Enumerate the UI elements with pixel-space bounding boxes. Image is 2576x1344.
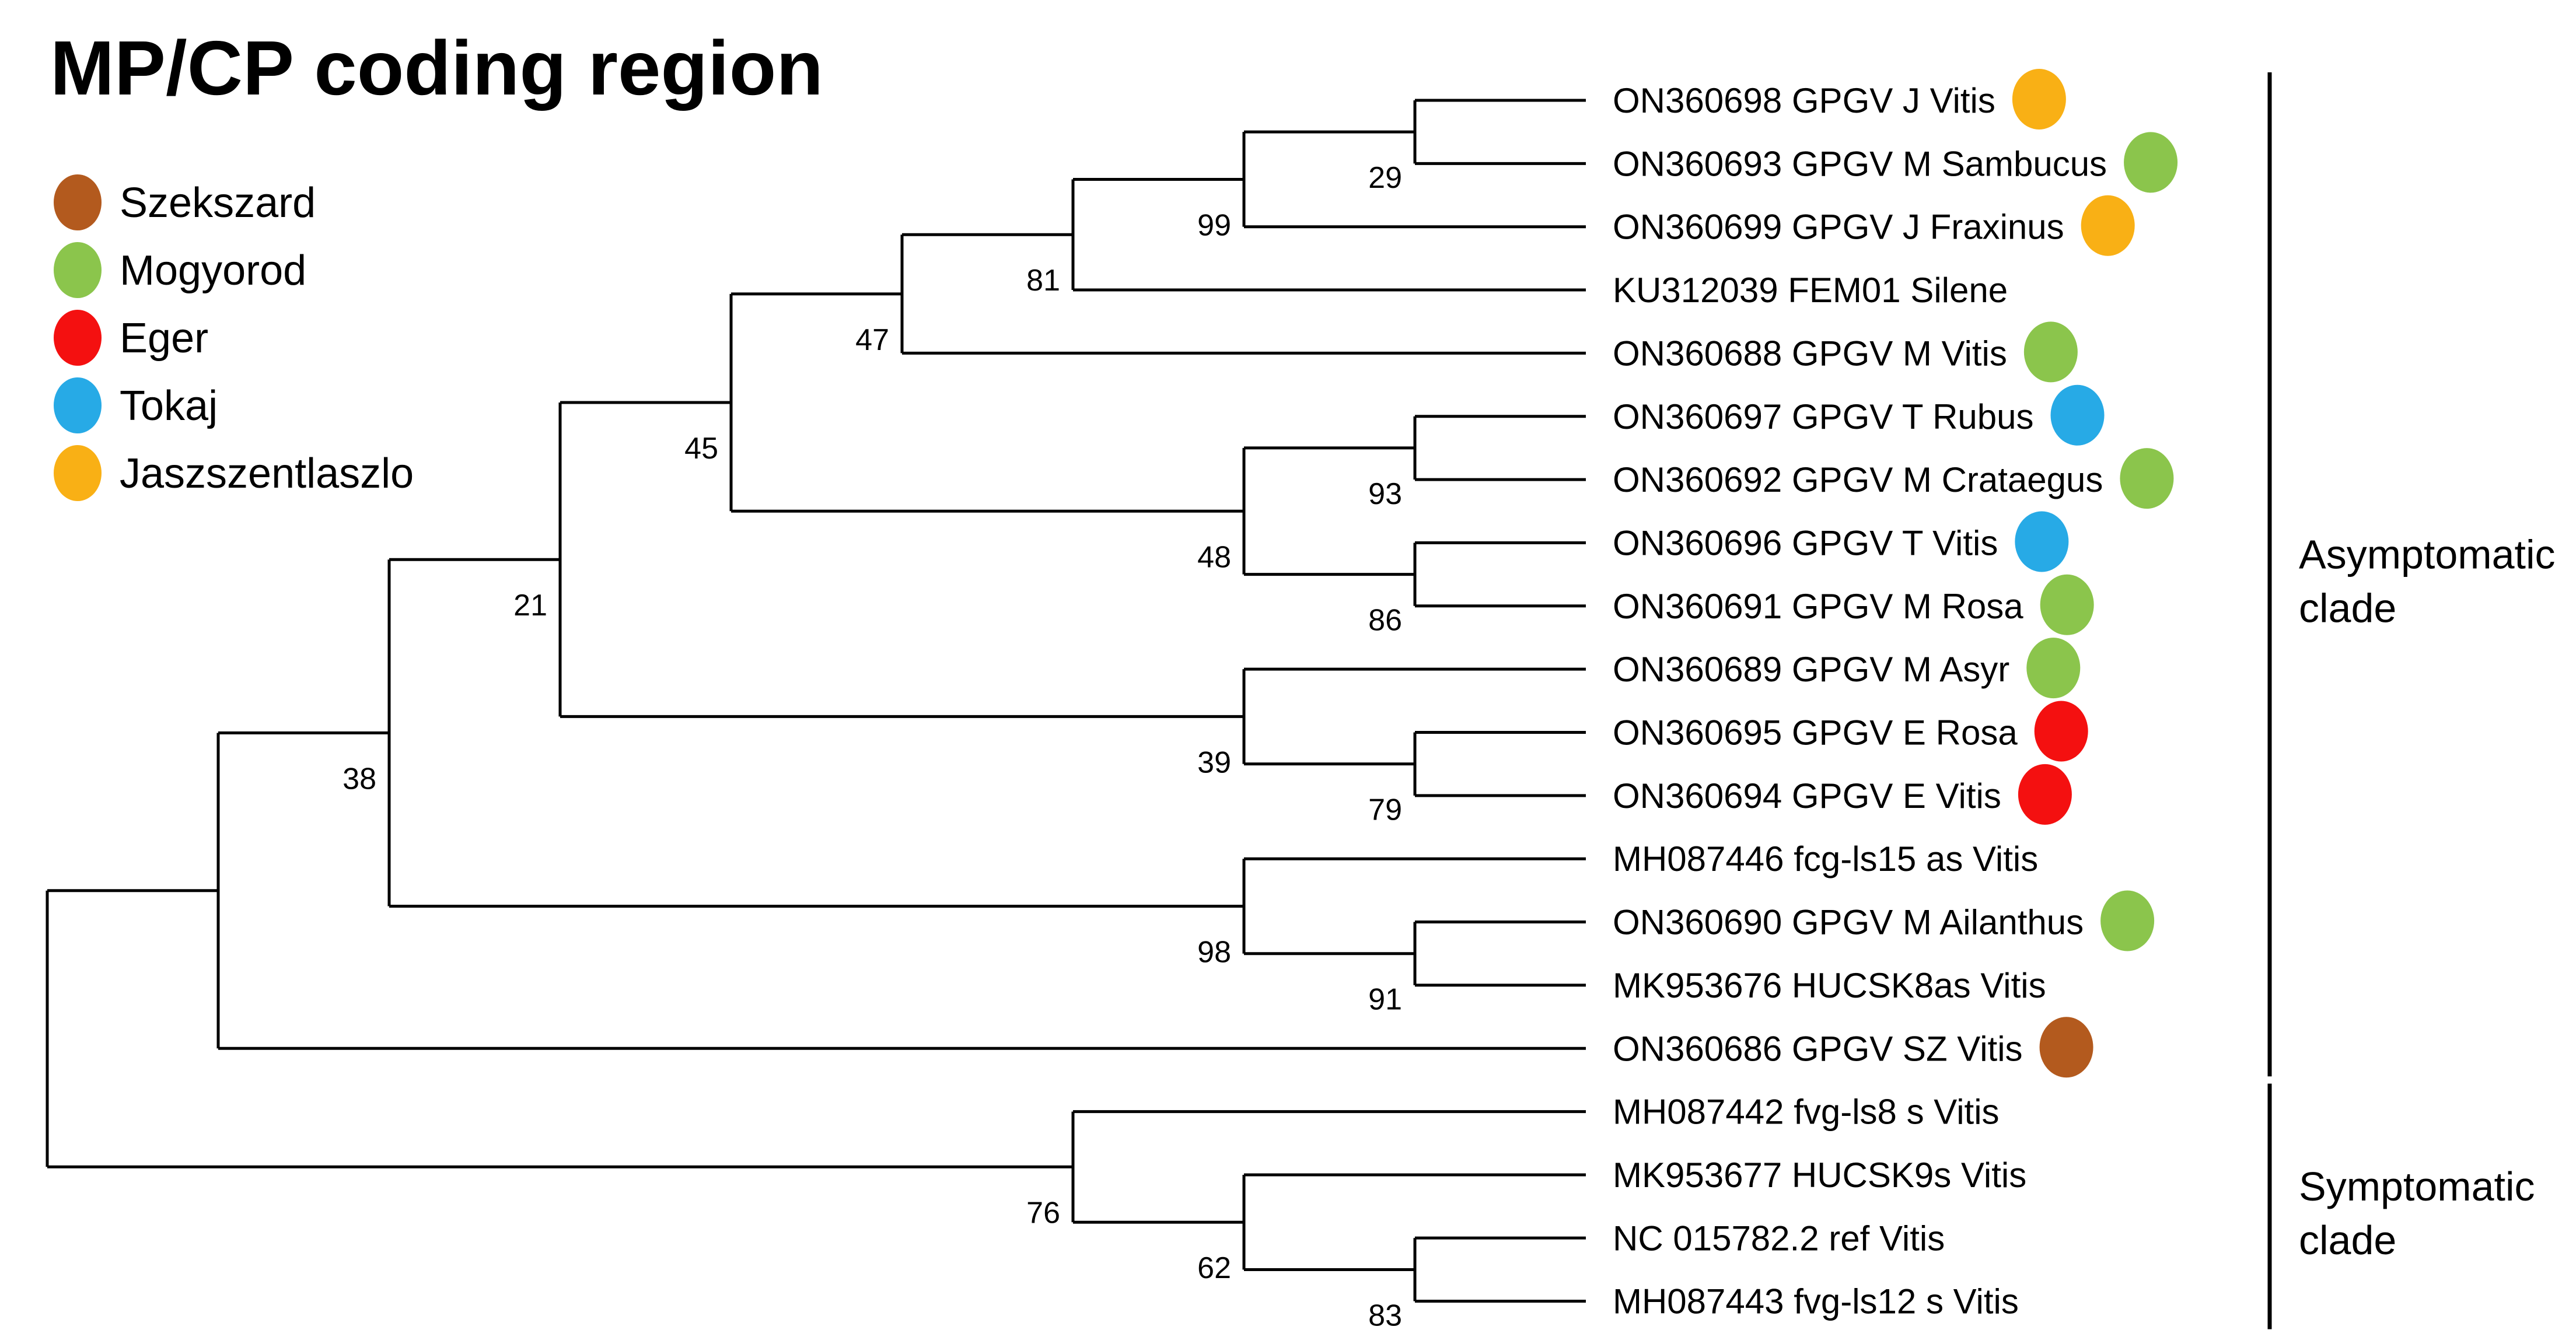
legend-item: Jaszszentlaszlo [54, 445, 414, 501]
taxon-label: ON360689 GPGV M Asyr [1613, 650, 2009, 689]
legend-label: Tokaj [120, 383, 218, 429]
taxon-label: ON360694 GPGV E Vitis [1613, 776, 2001, 816]
legend-label: Szekszard [120, 180, 316, 226]
taxon-label: MH087443 fvg-ls12 s Vitis [1613, 1282, 2019, 1321]
taxon-dot-mogyorod [2100, 890, 2155, 951]
taxon-label: MH087442 fvg-ls8 s Vitis [1613, 1093, 2000, 1132]
taxon-label: ON360699 GPGV J Fraxinus [1613, 208, 2064, 247]
legend-dot-jaszszentlaszlo [54, 445, 102, 501]
bootstrap-label: 48 [1197, 540, 1231, 574]
clade-label-line1: Symptomatic [2299, 1164, 2535, 1209]
legend-dot-mogyorod [54, 242, 102, 298]
bootstrap-label: 79 [1368, 793, 1402, 827]
figure-title: MP/CP coding region [50, 25, 823, 111]
legend-item: Tokaj [54, 377, 218, 433]
taxon-dot-tokaj [2050, 384, 2105, 446]
taxon-label: ON360690 GPGV M Ailanthus [1613, 903, 2084, 942]
bootstrap-label: 47 [855, 323, 889, 357]
taxon-label: ON360697 GPGV T Rubus [1613, 397, 2034, 436]
legend-label: Jaszszentlaszlo [120, 450, 414, 497]
taxon-label: ON360696 GPGV T Vitis [1613, 523, 1998, 562]
taxon-dot-jaszszentlaszlo [2081, 195, 2135, 256]
legend-dot-eger [54, 310, 102, 366]
bootstrap-label: 98 [1197, 935, 1231, 969]
legend-dot-szekszard [54, 174, 102, 230]
bootstrap-label: 38 [342, 762, 376, 796]
bootstrap-label: 86 [1368, 604, 1402, 638]
bootstrap-label: 29 [1368, 161, 1402, 195]
taxon-label: ON360686 GPGV SZ Vitis [1613, 1029, 2023, 1068]
bootstrap-label: 21 [513, 589, 547, 622]
taxon-dot-jaszszentlaszlo [2012, 69, 2066, 130]
taxon-label: ON360691 GPGV M Rosa [1613, 587, 2023, 626]
bootstrap-label: 83 [1368, 1298, 1402, 1332]
legend-label: Eger [120, 315, 208, 362]
bootstrap-label: 93 [1368, 477, 1402, 511]
bootstrap-label: 91 [1368, 983, 1402, 1017]
legend: Szekszard Mogyorod Eger Tokaj Jaszszentl… [54, 174, 414, 501]
bootstrap-label: 81 [1026, 264, 1060, 298]
clade-label-line2: clade [2299, 1217, 2396, 1263]
taxon-label: ON360695 GPGV E Rosa [1613, 713, 2018, 752]
bootstrap-label: 39 [1197, 746, 1231, 779]
taxon-dot-mogyorod [2120, 448, 2174, 509]
taxon-label: ON360698 GPGV J Vitis [1613, 81, 1995, 120]
bootstrap-label: 76 [1026, 1196, 1060, 1230]
taxon-dot-mogyorod [2023, 321, 2078, 383]
taxon-label: MK953676 HUCSK8as Vitis [1613, 966, 2046, 1005]
clade-label-line1: Asymptomatic [2299, 532, 2556, 578]
taxon-label: MH087446 fcg-ls15 as Vitis [1613, 839, 2038, 878]
taxon-dot-tokaj [2015, 511, 2069, 572]
taxon-label: ON360688 GPGV M Vitis [1613, 334, 2007, 373]
legend-label: Mogyorod [120, 247, 306, 294]
taxon-dot-eger [2034, 701, 2088, 762]
legend-item: Szekszard [54, 174, 316, 230]
taxon-label: NC 015782.2 ref Vitis [1613, 1219, 1945, 1258]
legend-item: Mogyorod [54, 242, 306, 298]
taxon-dot-mogyorod [2124, 132, 2178, 193]
taxon-dot-mogyorod [2026, 638, 2081, 699]
taxon-label: ON360692 GPGV M Crataegus [1613, 460, 2103, 499]
taxon-label: MK953677 HUCSK9s Vitis [1613, 1156, 2026, 1195]
bootstrap-label: 62 [1197, 1251, 1231, 1285]
taxon-label: ON360693 GPGV M Sambucus [1613, 144, 2107, 183]
taxon-label: KU312039 FEM01 Silene [1613, 271, 2008, 310]
taxon-dot-szekszard [2039, 1017, 2093, 1078]
legend-item: Eger [54, 310, 208, 366]
taxon-dot-eger [2018, 764, 2072, 825]
taxon-dot-mogyorod [2040, 574, 2094, 635]
bootstrap-label: 99 [1197, 208, 1231, 242]
bootstrap-label: 45 [684, 432, 718, 466]
clade-label-line2: clade [2299, 586, 2396, 631]
legend-dot-tokaj [54, 377, 102, 433]
